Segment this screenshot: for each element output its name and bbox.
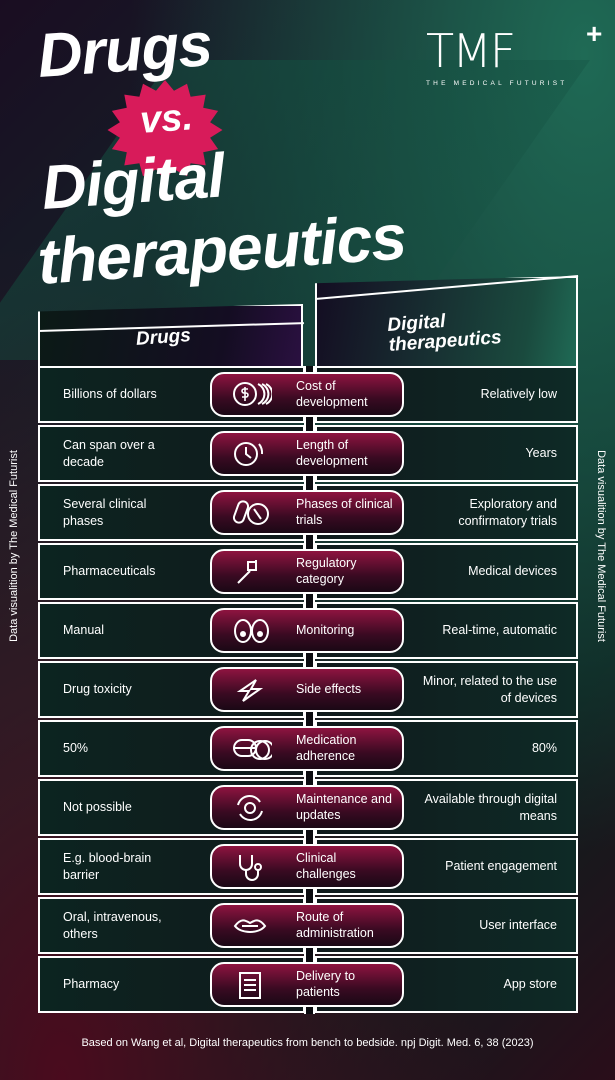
criterion-pill: Maintenance and updates	[210, 785, 404, 830]
drugs-value: Pharmaceuticals	[63, 564, 156, 579]
dtx-value: Available through digital means	[424, 792, 557, 823]
header-drugs	[38, 304, 303, 366]
dtx-value: Relatively low	[480, 387, 557, 402]
criterion-label: Route of administration	[296, 909, 374, 940]
pills-icon	[212, 498, 292, 528]
dtx-value: Exploratory and confirmatory trials	[458, 497, 557, 528]
criterion-label: Medication adherence	[296, 732, 357, 763]
pill-stack-icon	[212, 734, 292, 764]
title-digital: Digital	[39, 141, 227, 223]
document-icon	[212, 970, 292, 1000]
clock-icon	[212, 439, 292, 469]
dtx-value: Patient engagement	[445, 859, 557, 874]
drugs-value: Not possible	[63, 800, 132, 815]
criterion-pill: Cost of development	[210, 372, 404, 417]
title-drugs: Drugs	[35, 10, 214, 91]
criterion-pill: Delivery to patients	[210, 962, 404, 1007]
criterion-pill: Phases of clinical trials	[210, 490, 404, 535]
criterion-label: Clinical challenges	[296, 850, 356, 881]
drugs-value: Oral, intravenous, others	[63, 910, 162, 941]
coins-icon	[212, 380, 292, 410]
table-row: Can span over a decade Years Length of d…	[38, 425, 578, 482]
drugs-value: Drug toxicity	[63, 682, 132, 697]
criterion-pill: Regulatory category	[210, 549, 404, 594]
criterion-pill: Length of development	[210, 431, 404, 476]
logo-plus: +	[586, 18, 603, 49]
dtx-value: Years	[525, 446, 557, 461]
dtx-value: Minor, related to the use of devices	[422, 674, 557, 705]
criterion-label: Phases of clinical trials	[296, 496, 393, 527]
criterion-pill: Medication adherence	[210, 726, 404, 771]
table-row: Billions of dollars Relatively low Cost …	[38, 366, 578, 423]
criterion-label: Regulatory category	[296, 555, 357, 586]
table-row: Pharmacy App store Delivery to patients	[38, 956, 578, 1013]
stethoscope-icon	[212, 852, 292, 882]
drugs-value: Pharmacy	[63, 977, 120, 992]
table-row: E.g. blood-brain barrier Patient engagem…	[38, 838, 578, 895]
header-dtx	[315, 276, 578, 366]
syringe-icon	[212, 557, 292, 587]
criterion-label: Length of development	[296, 437, 368, 468]
drugs-value: Can span over a decade	[63, 438, 155, 469]
criterion-label: Maintenance and updates	[296, 791, 392, 822]
starburst-badge	[107, 80, 223, 180]
title-vs: vs.	[138, 96, 195, 142]
table-row: Not possible Available through digital m…	[38, 779, 578, 836]
logo-subtitle: THE MEDICAL FUTURIST	[426, 80, 568, 87]
table-row: 50% 80% Medication adherence	[38, 720, 578, 777]
table-row: Drug toxicity Minor, related to the use …	[38, 661, 578, 718]
criterion-label: Monitoring	[296, 622, 355, 637]
table-row: Oral, intravenous, others User interface…	[38, 897, 578, 954]
criterion-label: Cost of development	[296, 378, 368, 409]
side-credit-left: Data visualition by The Medical Futurist	[8, 450, 20, 642]
criterion-pill: Side effects	[210, 667, 404, 712]
tmf-logo: TMF + THE MEDICAL FUTURIST	[426, 20, 606, 88]
criterion-pill: Clinical challenges	[210, 844, 404, 889]
footer-citation: Based on Wang et al, Digital therapeutic…	[81, 1037, 534, 1049]
header-drugs-label: Drugs	[135, 325, 192, 350]
drugs-value: Several clinical phases	[63, 497, 147, 528]
drugs-value: Billions of dollars	[63, 387, 157, 402]
drugs-value: Manual	[63, 623, 104, 638]
table-row: Pharmaceuticals Medical devices Regulato…	[38, 543, 578, 600]
side-credit-right: Data visualition by The Medical Futurist	[595, 450, 607, 642]
logo-mark: TMF	[426, 24, 516, 78]
eyes-icon	[212, 616, 292, 646]
criterion-pill: Monitoring	[210, 608, 404, 653]
table-row: Several clinical phases Exploratory and …	[38, 484, 578, 541]
lips-icon	[212, 911, 292, 941]
dtx-value: Real-time, automatic	[442, 623, 557, 638]
dtx-value: User interface	[479, 918, 557, 933]
criterion-label: Side effects	[296, 681, 362, 696]
drugs-value: E.g. blood-brain barrier	[63, 851, 152, 882]
dtx-value: 80%	[531, 741, 557, 756]
drugs-value: 50%	[63, 741, 89, 756]
lightning-icon	[212, 675, 292, 705]
dtx-value: App store	[503, 977, 557, 992]
table-row: Manual Real-time, automatic Monitoring	[38, 602, 578, 659]
refresh-gear-icon	[212, 793, 292, 823]
dtx-value: Medical devices	[468, 564, 557, 579]
criterion-label: Delivery to patients	[296, 968, 356, 999]
criterion-pill: Route of administration	[210, 903, 404, 948]
